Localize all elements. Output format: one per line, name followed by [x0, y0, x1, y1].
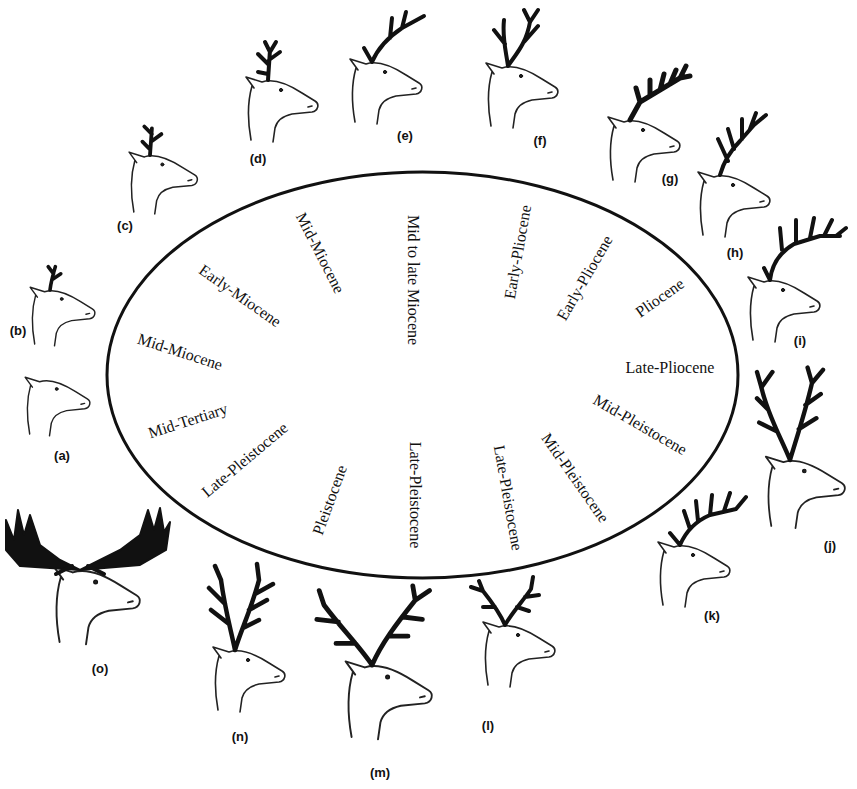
callout-letter: (k)	[704, 609, 720, 622]
deer-head	[25, 377, 90, 436]
callout-letter: (f)	[534, 134, 547, 147]
deer-head	[317, 586, 432, 740]
deer-head	[748, 218, 846, 342]
callout-letter: (i)	[794, 334, 806, 347]
callout-letter: (m)	[370, 766, 390, 779]
callout-letter: (e)	[397, 129, 413, 142]
callout-letter: (j)	[824, 539, 836, 552]
deer-head	[658, 493, 746, 607]
callout-letter: (g)	[662, 172, 679, 185]
callout-letter: (l)	[482, 719, 494, 732]
deer-head	[209, 564, 285, 712]
deer-head	[471, 577, 555, 687]
callout-letter: (c)	[117, 219, 133, 232]
period-label: Mid to late Miocene	[405, 215, 421, 345]
deer-head	[246, 42, 318, 142]
deer-head	[757, 368, 845, 529]
deer-head	[30, 267, 95, 346]
ellipse-shape	[107, 172, 738, 578]
callout-letter: (d)	[250, 152, 267, 165]
callout-letter: (o)	[92, 662, 109, 675]
deer-head	[6, 508, 170, 644]
deer-head	[350, 12, 424, 124]
deer-head	[608, 66, 690, 182]
callout-letter: (b)	[10, 324, 27, 337]
deer-head	[698, 113, 770, 237]
period-label: Late-Pleistocene	[407, 442, 423, 549]
period-ellipse: Mid-TertiaryMid-MioceneEarly-MioceneMid-…	[105, 170, 740, 580]
callout-letter: (a)	[54, 449, 70, 462]
deer-head	[129, 127, 197, 214]
callout-letter: (n)	[232, 730, 249, 743]
period-label: Late-Pliocene	[626, 360, 715, 376]
callout-letter: (h)	[727, 246, 744, 259]
deer-head	[486, 10, 558, 128]
